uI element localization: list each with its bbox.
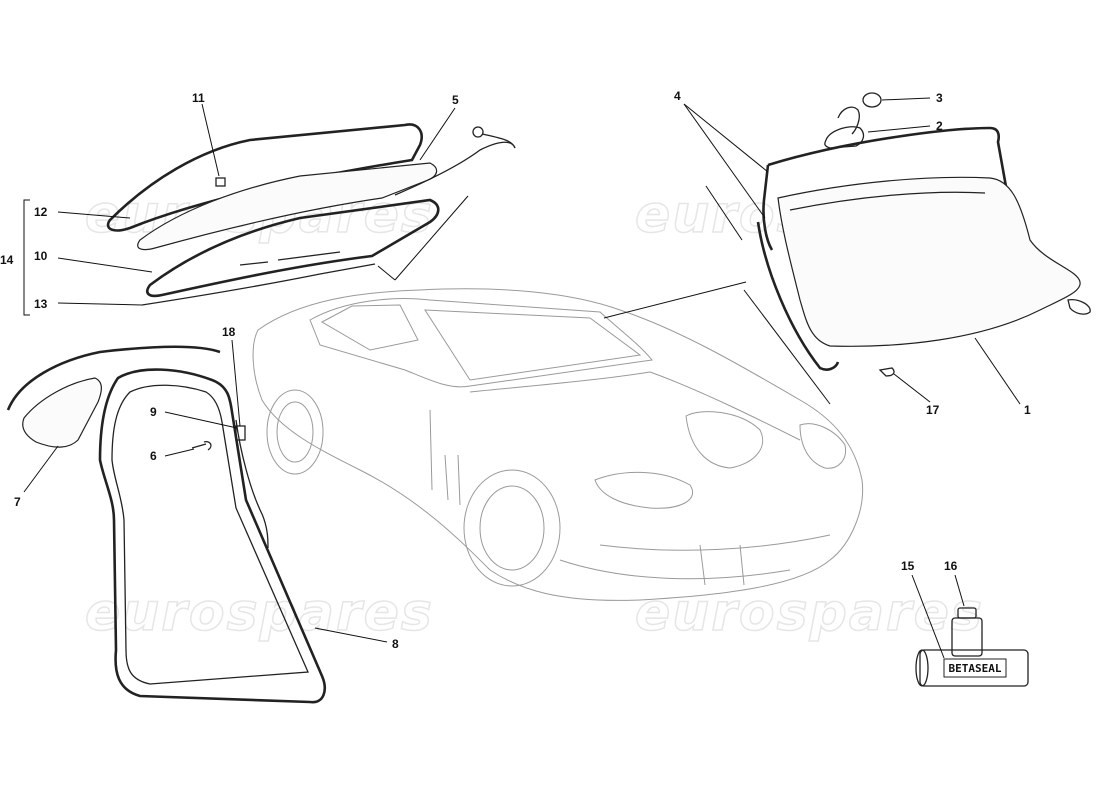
leader-4a xyxy=(683,103,769,173)
door-clip xyxy=(235,425,246,441)
sealant-jar xyxy=(951,617,983,657)
rear-window-glass xyxy=(137,162,438,251)
leader-5 xyxy=(419,107,456,161)
callout-16: 16 xyxy=(944,559,958,573)
door-screw xyxy=(191,440,212,451)
windscreen-assembly xyxy=(756,92,1091,377)
callout-3: 3 xyxy=(936,91,943,105)
callout-7: 7 xyxy=(14,495,21,509)
callout-15: 15 xyxy=(901,559,915,573)
callout-2: 2 xyxy=(936,119,943,133)
callout-12: 12 xyxy=(34,205,48,219)
callout-9: 9 xyxy=(150,405,157,419)
watermark-bottom-right: eurospares xyxy=(635,583,984,643)
sealant-tube-end xyxy=(915,649,929,687)
quarter-window-glass xyxy=(22,377,102,448)
guide-rear-window-2 xyxy=(377,265,396,281)
leader-12 xyxy=(57,211,131,219)
leader-8 xyxy=(314,627,388,643)
rear-window-lower-strip xyxy=(141,263,376,306)
mirror-stem xyxy=(837,106,860,135)
leader-11 xyxy=(201,103,220,177)
callout-13: 13 xyxy=(34,297,48,311)
callout-1: 1 xyxy=(1024,403,1031,417)
rear-window-lower-strip-2 xyxy=(239,251,341,266)
rear-window-seal xyxy=(106,123,423,232)
windscreen-side-trim xyxy=(756,221,840,371)
leader-4b xyxy=(683,103,766,219)
heater-wire xyxy=(394,141,516,196)
windscreen-glass xyxy=(777,176,1081,347)
leader-13 xyxy=(57,302,143,306)
door-seal xyxy=(98,368,326,704)
leader-17 xyxy=(893,373,931,403)
leader-2 xyxy=(867,125,931,133)
leader-18 xyxy=(231,339,241,427)
heater-connector xyxy=(472,126,484,138)
side-seals-assembly xyxy=(6,345,326,704)
door-channel xyxy=(235,419,269,549)
callout-11: 11 xyxy=(192,91,205,105)
heater-connector-lead xyxy=(481,133,516,149)
callout-10: 10 xyxy=(34,249,48,263)
callout-18: 18 xyxy=(222,325,236,339)
windscreen-corner-trim xyxy=(1067,299,1091,315)
callout-14: 14 xyxy=(0,253,14,267)
quarter-window-seal-arch xyxy=(6,345,221,411)
leader-6 xyxy=(164,448,195,457)
leader-7 xyxy=(23,445,59,493)
sealant-label-box xyxy=(943,658,1007,678)
leader-16 xyxy=(954,574,965,607)
callout-8: 8 xyxy=(392,637,399,651)
windscreen-inner-edge xyxy=(789,191,986,211)
leader-9 xyxy=(164,411,238,429)
leader-3 xyxy=(881,97,931,101)
car-outline xyxy=(252,288,864,601)
leader-15 xyxy=(911,574,945,659)
leader-lines xyxy=(23,97,1021,659)
rear-view-mirror xyxy=(824,126,865,149)
sealant-tube xyxy=(919,649,1029,687)
sealant-kit: BETASEAL xyxy=(915,607,1029,687)
callout-5: 5 xyxy=(452,93,459,107)
guide-windscreen xyxy=(603,281,747,319)
rear-window-clip xyxy=(215,177,226,187)
callouts: 1 2 3 4 5 6 7 8 9 10 11 12 13 14 15 16 1… xyxy=(0,89,1031,651)
windscreen-seal-left xyxy=(762,164,774,251)
leader-1 xyxy=(974,337,1021,405)
mirror-cap xyxy=(862,92,882,108)
sealant-tube-label: BETASEAL xyxy=(949,662,1002,675)
watermark-bottom-left: eurospares xyxy=(85,583,434,643)
door-seal-inner xyxy=(111,384,309,685)
rear-window-frame-gasket xyxy=(146,198,440,298)
guide-windscreen-2 xyxy=(743,289,831,405)
callout-6: 6 xyxy=(150,449,157,463)
group-bracket-14 xyxy=(23,199,30,316)
windscreen-spacer xyxy=(878,367,895,377)
leader-10 xyxy=(57,257,153,273)
guide-windscreen-3 xyxy=(705,185,743,241)
callout-4: 4 xyxy=(674,89,681,103)
callout-17: 17 xyxy=(926,403,940,417)
guide-rear-window xyxy=(394,195,469,281)
rear-window-assembly xyxy=(106,123,516,306)
